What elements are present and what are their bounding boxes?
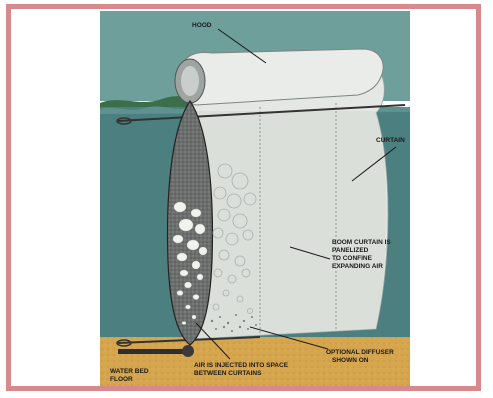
label-boom-curtain-line3: TO CONFINE [332, 255, 373, 262]
label-water-bed-line1: WATER BED [110, 368, 149, 375]
air-bubble-boom-illustration: HOOD CURTAIN BOOM CURTAIN IS PANELIZED T… [100, 11, 410, 386]
air-pipe-end [182, 345, 194, 357]
label-curtain: CURTAIN [376, 137, 405, 144]
label-water-bed-line2: FLOOR [110, 376, 133, 383]
hood-end-inner [181, 66, 199, 96]
air-pipe [118, 349, 188, 354]
label-air-injected-line2: BETWEEN CURTAINS [194, 370, 262, 377]
label-boom-curtain-line1: BOOM CURTAIN IS [332, 239, 391, 246]
label-air-injected-line1: AIR IS INJECTED INTO SPACE [194, 362, 289, 369]
curtain-shading [190, 111, 387, 339]
label-boom-curtain-line4: EXPANDING AIR [332, 263, 383, 270]
label-boom-curtain-line2: PANELIZED [332, 247, 369, 254]
label-hood: HOOD [192, 22, 212, 29]
label-diffuser-line2: SHOWN ON [332, 357, 369, 364]
label-diffuser-line1: OPTIONAL DIFFUSER [326, 349, 394, 356]
